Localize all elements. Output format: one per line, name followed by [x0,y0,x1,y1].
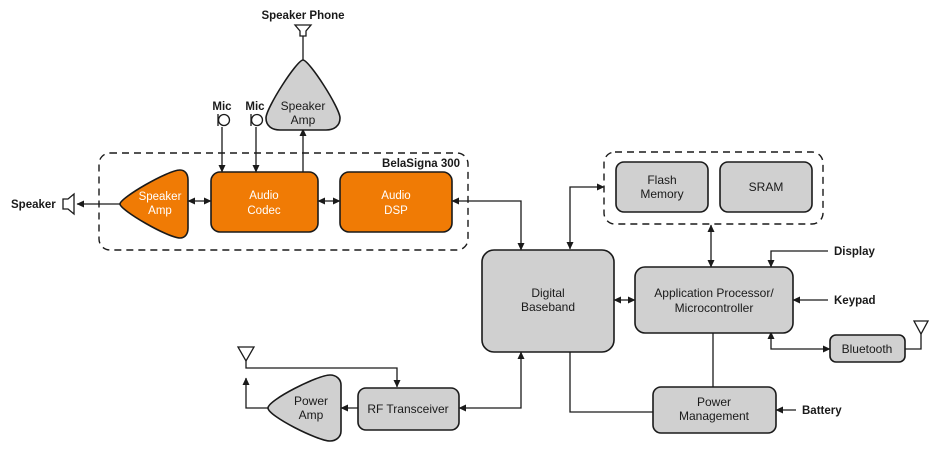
bluetooth-antenna-icon [912,320,930,336]
wire-bluetooth-antenna [905,334,922,350]
wire-baseband-memory [566,183,605,250]
power-management-line2: Management [679,409,750,423]
mic1-label: Mic [212,101,232,113]
speaker-phone-label: Speaker Phone [261,10,344,22]
wire-dsp-baseband [451,197,525,251]
audio-codec-line2: Codec [247,205,280,217]
group-title: BelaSigna 300 [382,158,460,170]
audio-dsp-line2: DSP [384,205,408,217]
rf-antenna-icon [236,346,256,363]
mic1-icon [217,113,231,127]
keypad-label: Keypad [834,295,876,307]
audio-codec-line1: Audio [249,190,278,202]
sram-block [719,161,813,213]
battery-label: Battery [802,405,842,417]
speaker-amp-left [119,169,189,239]
belasigna-group [98,152,469,251]
speaker-phone-icon [293,24,313,37]
audio-codec-block [210,171,319,233]
digital-baseband-line2: Baseband [521,300,575,314]
rf-transceiver-label: RF Transceiver [367,402,448,416]
connections [76,36,922,414]
flash-memory-line2: Memory [640,187,683,201]
speaker-amp-top [265,59,341,131]
mic2-icon [250,113,264,127]
power-amp-line1: Power [294,394,328,408]
speaker-icon [62,192,75,216]
speaker-label: Speaker [11,199,56,211]
wire-ap-bluetooth [767,331,831,353]
wire-rf-baseband [458,351,525,412]
sram-label: SRAM [749,180,784,194]
bluetooth-label: Bluetooth [842,342,893,356]
flash-memory-block [615,161,709,213]
wire-poweramp-antenna [242,377,268,409]
speaker-amp-top-line2: Amp [291,113,316,127]
power-management-line1: Power [697,395,731,409]
wire-baseband-power [569,352,653,413]
speaker-amp-left-line1: Speaker [139,191,182,203]
app-processor-block [634,266,794,334]
speaker-amp-left-line2: Amp [148,205,172,217]
digital-baseband-line1: Digital [531,286,564,300]
memory-group [603,151,824,225]
power-amp-line2: Amp [299,408,324,422]
app-processor-line2: Microcontroller [675,301,754,315]
digital-baseband-block [481,249,615,353]
wire-display-ap [767,250,828,268]
app-processor-line1: Application Processor/ [654,286,774,300]
mic2-label: Mic [245,101,265,113]
speaker-amp-top-line1: Speaker [281,99,326,113]
power-management-block [652,386,777,434]
wire-antenna-rf [245,361,401,388]
flash-memory-line1: Flash [647,173,676,187]
audio-dsp-line1: Audio [381,190,410,202]
bluetooth-block [829,334,906,363]
audio-dsp-block [339,171,453,233]
display-label: Display [834,246,876,258]
power-amp-block [267,374,342,442]
rf-transceiver-block [357,387,460,431]
